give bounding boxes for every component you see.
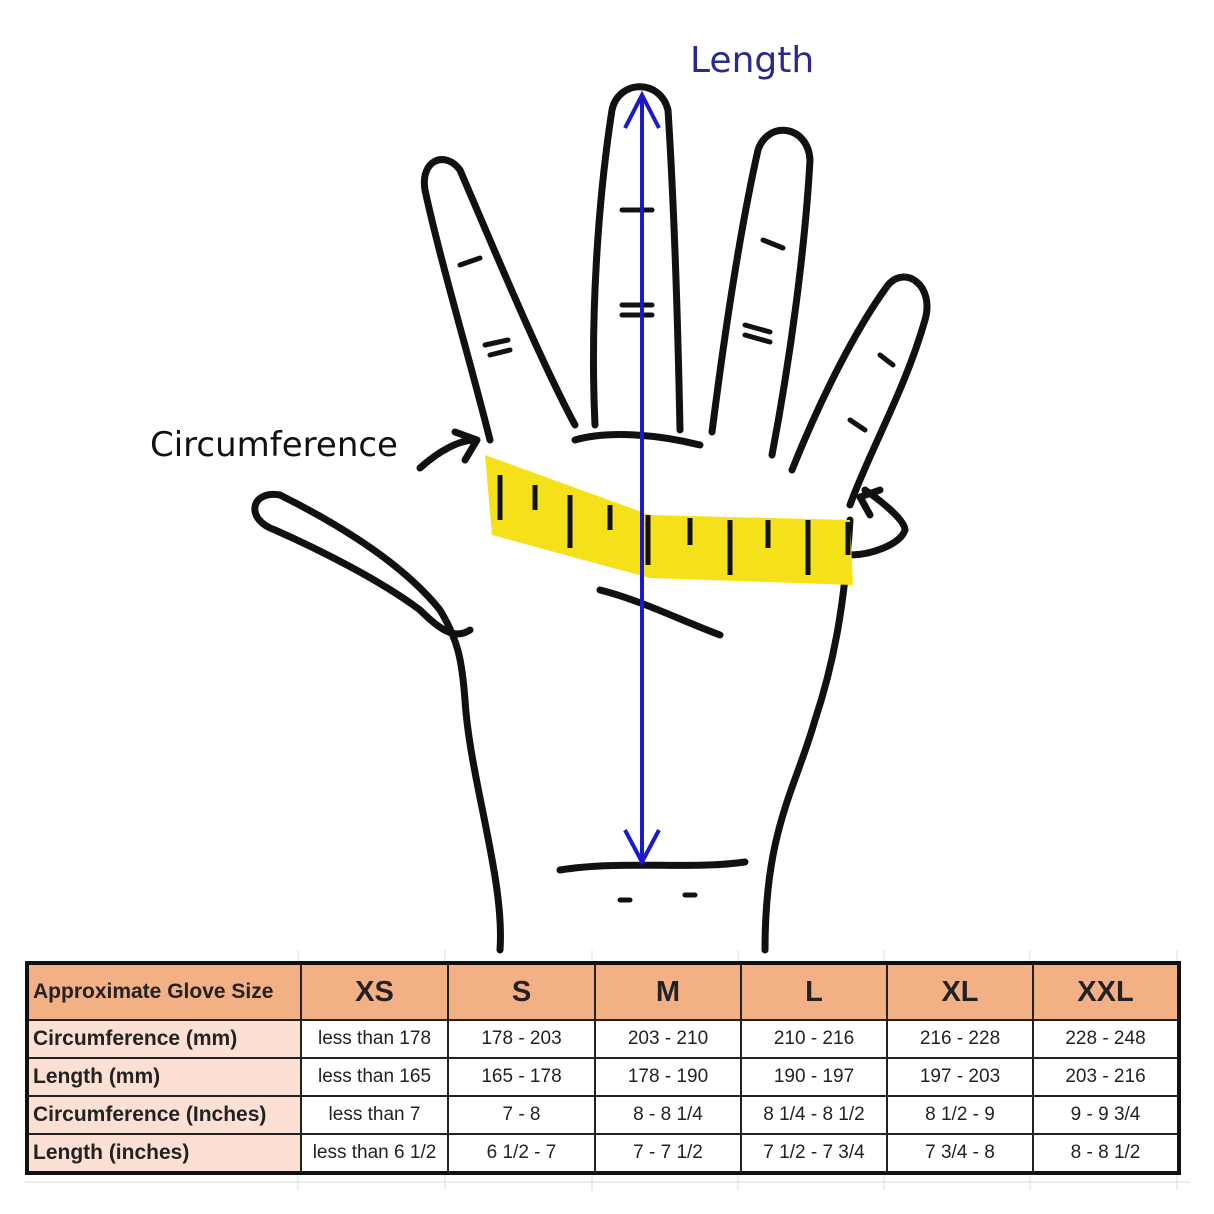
table-cell: less than 165 bbox=[300, 1057, 449, 1097]
hand-measurement-illustration bbox=[251, 83, 931, 954]
table-cell: 165 - 178 bbox=[447, 1057, 596, 1097]
length-arrow bbox=[623, 90, 661, 867]
table-cell: 7 - 8 bbox=[447, 1095, 596, 1135]
table-cell: 190 - 197 bbox=[740, 1057, 888, 1097]
table-cell: 216 - 228 bbox=[886, 1019, 1034, 1059]
table-row: Length (mm) less than 165 165 - 178 178 … bbox=[26, 1057, 1180, 1097]
length-label: Length bbox=[690, 40, 815, 81]
table-cell: less than 178 bbox=[300, 1019, 449, 1059]
table-cell: 8 1/4 - 8 1/2 bbox=[740, 1095, 888, 1135]
table-cell: 203 - 210 bbox=[594, 1019, 742, 1059]
table-cell: 7 - 7 1/2 bbox=[594, 1133, 742, 1174]
table-cell: less than 7 bbox=[300, 1095, 449, 1135]
finger-crease-marks bbox=[457, 207, 896, 903]
table-cell: 8 1/2 - 9 bbox=[886, 1095, 1034, 1135]
row-label: Length (inches) bbox=[26, 1133, 302, 1174]
size-header: S bbox=[447, 962, 596, 1021]
circumference-label: Circumference bbox=[150, 425, 398, 465]
hand-outline bbox=[251, 83, 931, 954]
table-row: Circumference (Inches) less than 7 7 - 8… bbox=[26, 1095, 1180, 1135]
size-header: L bbox=[740, 962, 888, 1021]
table-cell: 210 - 216 bbox=[740, 1019, 888, 1059]
size-header: XS bbox=[300, 962, 449, 1021]
table-cell: 9 - 9 3/4 bbox=[1032, 1095, 1180, 1135]
row-label: Length (mm) bbox=[26, 1057, 302, 1097]
table-cell: 178 - 190 bbox=[594, 1057, 742, 1097]
table-row: Circumference (mm) less than 178 178 - 2… bbox=[26, 1019, 1180, 1059]
measuring-tape bbox=[485, 455, 853, 585]
table-cell: 6 1/2 - 7 bbox=[447, 1133, 596, 1174]
size-header: M bbox=[594, 962, 742, 1021]
size-header: XL bbox=[886, 962, 1034, 1021]
table-cell: 8 - 8 1/4 bbox=[594, 1095, 742, 1135]
row-label: Circumference (mm) bbox=[26, 1019, 302, 1059]
table-header-row: Approximate Glove Size XS S M L XL XXL bbox=[26, 962, 1180, 1021]
table-cell: 7 3/4 - 8 bbox=[886, 1133, 1034, 1174]
table-cell: 228 - 248 bbox=[1032, 1019, 1180, 1059]
table-cell: 7 1/2 - 7 3/4 bbox=[740, 1133, 888, 1174]
table-cell: 8 - 8 1/2 bbox=[1032, 1133, 1180, 1174]
glove-size-table: Approximate Glove Size XS S M L XL XXL C… bbox=[25, 961, 1181, 1175]
table-row: Length (inches) less than 6 1/2 6 1/2 - … bbox=[26, 1133, 1180, 1174]
table-cell: 178 - 203 bbox=[447, 1019, 596, 1059]
corner-header: Approximate Glove Size bbox=[26, 962, 302, 1021]
row-label: Circumference (Inches) bbox=[26, 1095, 302, 1135]
table-cell: 203 - 216 bbox=[1032, 1057, 1180, 1097]
table-cell: less than 6 1/2 bbox=[300, 1133, 449, 1174]
table-cell: 197 - 203 bbox=[886, 1057, 1034, 1097]
size-header: XXL bbox=[1032, 962, 1180, 1021]
